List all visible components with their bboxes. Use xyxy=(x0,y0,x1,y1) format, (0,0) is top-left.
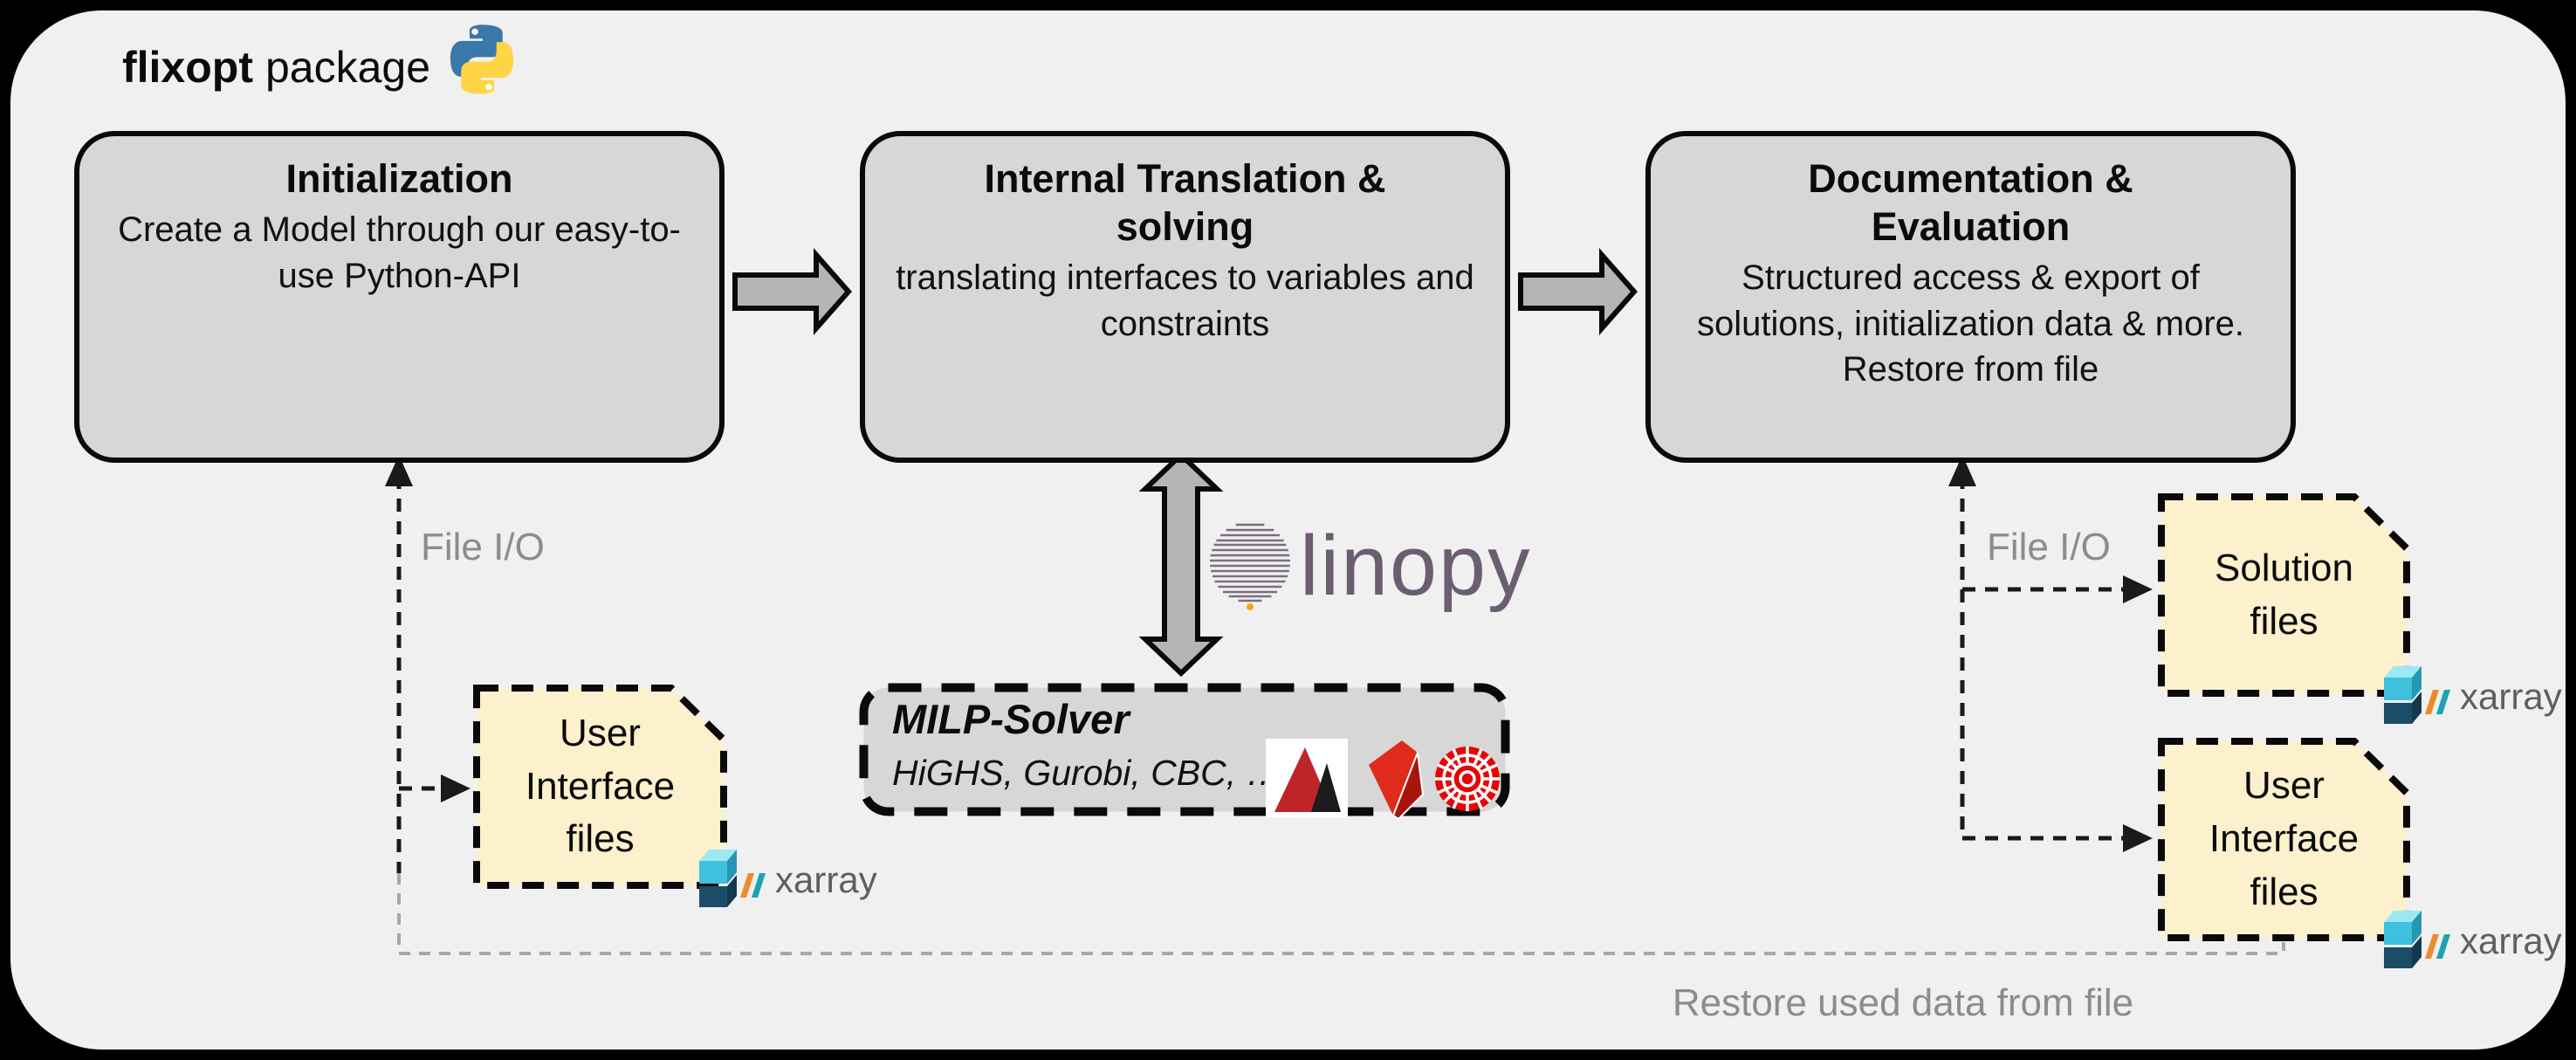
page-title: flixopt package xyxy=(122,42,430,93)
right-ui-branch-arrowhead xyxy=(2123,824,2153,852)
double-arrow-translation-solver xyxy=(1138,451,1224,678)
right-file-io-arrowhead-up xyxy=(1948,455,1976,486)
file-box-label: Solution files xyxy=(2214,546,2353,643)
left-file-io-arrowhead-up xyxy=(385,455,413,486)
xarray-label: xarray xyxy=(2460,920,2562,961)
box-title: Internal Translation & solving xyxy=(984,156,1386,249)
gurobi-logo xyxy=(1369,740,1425,821)
milp-solver-list: HiGHS, Gurobi, CBC, … xyxy=(892,753,1282,793)
process-box-documentation: Documentation & Evaluation Structured ac… xyxy=(1645,131,2296,463)
file-box-shape xyxy=(2158,738,2410,941)
file-box-user-interface-left: User Interface files xyxy=(472,684,728,890)
milp-title: MILP-Solver xyxy=(892,696,1130,742)
restore-data-label: Restore used data from file xyxy=(1672,981,2134,1024)
restore-path-line xyxy=(397,873,2285,955)
file-box-label: User Interface files xyxy=(2208,764,2360,913)
file-box-solution: Solution files xyxy=(2157,492,2411,698)
linopy-logo-icon xyxy=(1210,523,1290,610)
file-io-label-left: File I/O xyxy=(421,526,545,568)
xarray-logo-icon xyxy=(699,850,766,907)
process-box-initialization: Initialization Create a Model through ou… xyxy=(74,131,725,463)
xarray-label: xarray xyxy=(2460,676,2562,717)
flow-arrow-translation-to-documentation xyxy=(1518,248,1638,335)
xarray-logo-icon xyxy=(2384,911,2450,968)
left-branch-arrowhead xyxy=(441,774,471,802)
box-body: Structured access & export of solutions,… xyxy=(1697,258,2244,389)
file-box-user-interface-right: User Interface files xyxy=(2157,737,2411,942)
box-body: translating interfaces to variables and … xyxy=(896,258,1474,343)
package-word: package xyxy=(264,43,431,92)
file-box-shape xyxy=(2158,493,2410,697)
xarray-logo-icon xyxy=(2384,666,2450,724)
process-box-translation: Internal Translation & solving translati… xyxy=(860,131,1510,463)
flow-arrow-init-to-translation xyxy=(732,248,852,335)
box-body: Create a Model through our easy-to-use P… xyxy=(118,210,681,295)
file-box-shape xyxy=(473,685,727,889)
xarray-label: xarray xyxy=(775,859,877,900)
box-title: Documentation & Evaluation xyxy=(1808,156,2133,249)
solution-branch-arrowhead xyxy=(2123,575,2153,603)
file-io-label-right: File I/O xyxy=(1987,526,2111,568)
box-title: Initialization xyxy=(285,156,513,201)
python-logo-icon xyxy=(450,24,514,94)
linopy-wordmark: linopy xyxy=(1300,518,1532,613)
package-name: flixopt xyxy=(122,43,253,92)
file-box-label: User Interface files xyxy=(525,711,676,861)
cbc-logo xyxy=(1435,747,1500,811)
highs-logo xyxy=(1266,739,1348,817)
